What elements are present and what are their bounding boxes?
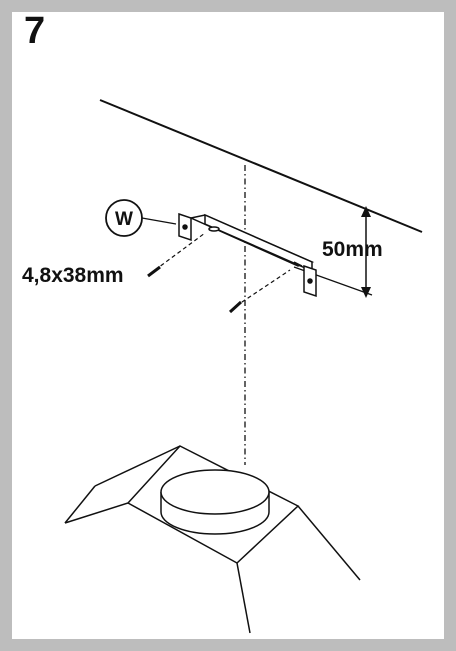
ceiling-line bbox=[99, 99, 423, 233]
distance-label: 50mm bbox=[322, 238, 383, 261]
step-number: 7 bbox=[24, 10, 46, 52]
hood-top bbox=[64, 445, 361, 634]
part-w-callout: W bbox=[105, 199, 177, 237]
screw-right bbox=[228, 269, 291, 314]
part-w-label: W bbox=[115, 209, 133, 230]
diagram-panel bbox=[12, 12, 444, 639]
mounting-bracket bbox=[178, 212, 317, 298]
screw-size-label: 4,8x38mm bbox=[22, 264, 124, 287]
screw-left bbox=[147, 232, 206, 278]
air-outlet-collar bbox=[160, 469, 270, 535]
